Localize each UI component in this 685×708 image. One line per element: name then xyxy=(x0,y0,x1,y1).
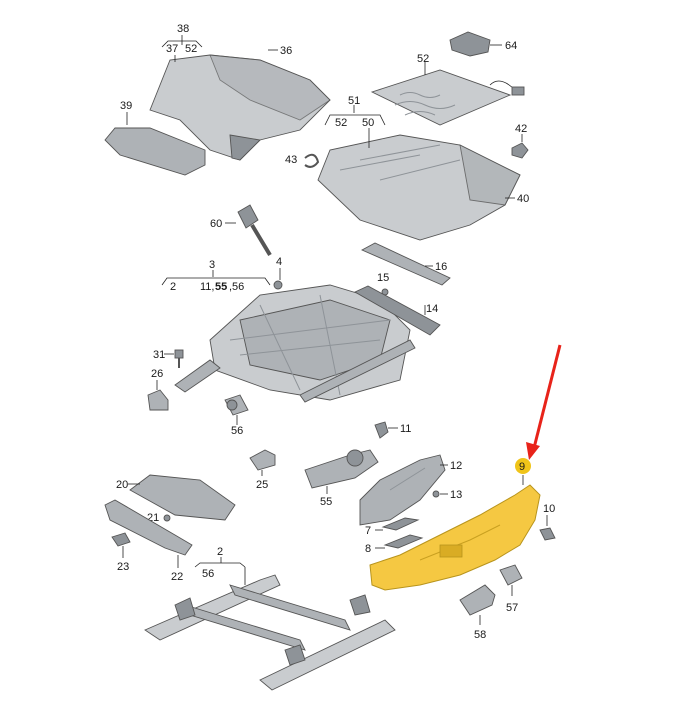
callout-36: 36 xyxy=(280,45,292,57)
part-36-backrest-cushion[interactable] xyxy=(149,54,331,161)
callout-9-badge xyxy=(515,458,531,474)
part-2-seat-rails[interactable] xyxy=(144,574,396,691)
part-58-switch[interactable] xyxy=(459,584,496,616)
part-55-motor[interactable] xyxy=(304,449,379,489)
part-25-bracket[interactable] xyxy=(249,449,276,471)
callout-40: 40 xyxy=(517,193,529,205)
callout-43: 43 xyxy=(285,154,297,166)
part-11-clip[interactable] xyxy=(374,421,389,439)
callout-55: 55 xyxy=(320,496,332,508)
callout-25: 25 xyxy=(256,479,268,491)
part-26-bracket[interactable] xyxy=(147,389,169,411)
callout-13: 13 xyxy=(450,489,462,501)
callout-15: 15 xyxy=(377,272,389,284)
callout-50: 50 xyxy=(362,117,374,129)
callout-58: 58 xyxy=(474,629,486,641)
callout-42: 42 xyxy=(515,123,527,135)
callout-56-motor: 56 xyxy=(231,425,243,437)
part-8-switch[interactable] xyxy=(383,534,424,549)
callout-20: 20 xyxy=(116,479,128,491)
callout-2: 2 xyxy=(217,546,223,558)
callout-7: 7 xyxy=(365,525,371,537)
callout-60: 60 xyxy=(210,218,222,230)
callout-26: 26 xyxy=(151,368,163,380)
callout-16: 16 xyxy=(435,261,447,273)
leader-3 xyxy=(161,270,271,286)
callout-2-group: 2 xyxy=(170,281,176,293)
callout-56-frame: 56 xyxy=(202,568,214,580)
part-9-side-trim[interactable] xyxy=(369,484,541,591)
callout-23: 23 xyxy=(117,561,129,573)
callout-11: 11, xyxy=(200,281,214,293)
part-10-clip[interactable] xyxy=(539,527,556,541)
seat-frame[interactable] xyxy=(174,284,416,403)
part-22-trim[interactable] xyxy=(104,499,193,556)
callout-57: 57 xyxy=(506,602,518,614)
part-12-side-frame[interactable] xyxy=(359,454,446,526)
leader-2 xyxy=(194,557,246,585)
part-57-switch[interactable] xyxy=(499,564,523,586)
part-52-heating-mat[interactable] xyxy=(370,69,525,126)
callout-55-bold: 55 xyxy=(215,281,227,293)
callout-9: 9 xyxy=(519,461,525,473)
part-4-bolt[interactable] xyxy=(273,280,283,290)
callout-11-clip: 11 xyxy=(400,423,411,435)
part-64-connector[interactable] xyxy=(449,31,491,57)
callout-38: 38 xyxy=(177,23,189,35)
part-14-rail-cover[interactable] xyxy=(354,285,441,336)
arrow-pointer xyxy=(526,344,562,460)
callout-52-top: 52 xyxy=(185,43,197,55)
callout-64: 64 xyxy=(505,40,517,52)
callout-51: 51 xyxy=(348,95,360,107)
part-16-trim-strip[interactable] xyxy=(360,242,451,286)
callout-14: 14 xyxy=(426,303,438,315)
callout-31: 31 xyxy=(153,349,165,361)
part-42-clip[interactable] xyxy=(511,142,529,159)
part-43-hook[interactable] xyxy=(304,153,320,168)
part-39-bolster-pad[interactable] xyxy=(104,127,206,176)
callout-4: 4 xyxy=(276,256,282,268)
leader-51 xyxy=(324,105,386,148)
part-60-belt-buckle[interactable] xyxy=(237,204,272,257)
part-20-panel[interactable] xyxy=(129,474,236,521)
part-21-screw[interactable] xyxy=(163,514,171,522)
part-7-switch[interactable] xyxy=(381,517,420,531)
callout-39: 39 xyxy=(120,100,132,112)
part-50-seat-cushion[interactable] xyxy=(317,134,521,241)
callout-56-group: ,56 xyxy=(229,281,244,293)
callout-37: 37 xyxy=(166,43,178,55)
callout-52-cushion: 52 xyxy=(335,117,347,129)
callout-3: 3 xyxy=(209,259,215,271)
part-56-motor[interactable] xyxy=(224,394,249,416)
callout-52-heater: 52 xyxy=(417,53,429,65)
callout-8: 8 xyxy=(365,543,371,555)
leader-38 xyxy=(161,35,203,62)
part-13-screw[interactable] xyxy=(432,490,440,498)
part-23-clip[interactable] xyxy=(111,532,131,547)
callout-12: 12 xyxy=(450,460,462,472)
callout-10: 10 xyxy=(543,503,555,515)
callout-22: 22 xyxy=(171,571,183,583)
part-31-bolt[interactable] xyxy=(174,349,184,368)
